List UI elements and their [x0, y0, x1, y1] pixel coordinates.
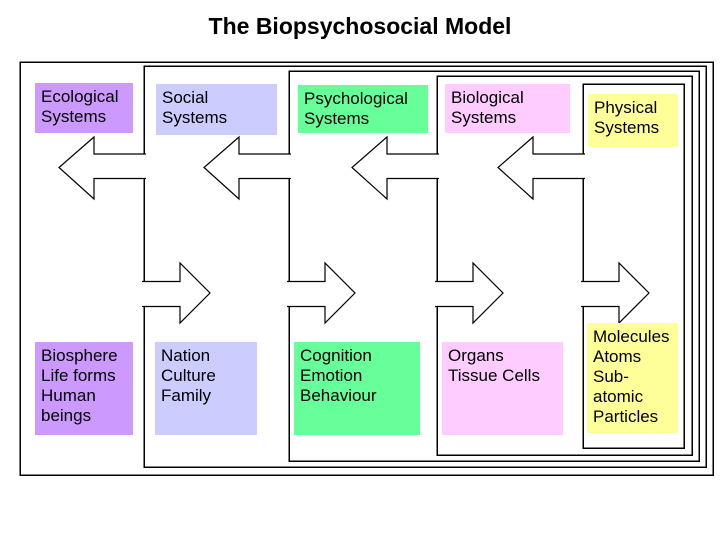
- page-title: The Biopsychosocial Model: [208, 13, 512, 39]
- arrow-left-physical-to-biological-icon: [497, 135, 585, 201]
- arrow-right-social-to-psychological-icon: [287, 261, 356, 325]
- system-components-psychological: Cognition Emotion Behaviour: [294, 342, 420, 435]
- system-components-ecological: Biosphere Life forms Human beings: [35, 342, 133, 435]
- boundary-social-systems: [143, 65, 707, 468]
- arrow-right-psychological-to-biological-icon: [435, 261, 504, 325]
- arrow-right-biological-to-physical-icon: [581, 261, 650, 325]
- system-components-social: Nation Culture Family: [155, 342, 257, 435]
- arrow-right-ecological-to-social-icon: [142, 261, 211, 325]
- system-label-biological: Biological Systems: [445, 84, 570, 133]
- boundary-biological-systems: [436, 75, 693, 456]
- system-label-ecological: Ecological Systems: [35, 83, 133, 133]
- system-label-social: Social Systems: [156, 84, 277, 135]
- boundary-physical-systems: [582, 83, 685, 449]
- system-label-physical: Physical Systems: [588, 94, 678, 147]
- arrow-left-social-to-ecological-icon: [58, 135, 146, 201]
- system-label-psychological: Psychological Systems: [298, 85, 428, 133]
- system-components-biological: Organs Tissue Cells: [442, 342, 563, 435]
- boundary-psychological-systems: [288, 70, 700, 462]
- boundary-ecological-systems: [19, 61, 714, 476]
- system-components-physical: Molecules Atoms Sub- atomic Particles: [587, 323, 678, 433]
- arrow-left-biological-to-psychological-icon: [351, 135, 439, 201]
- arrow-left-psychological-to-social-icon: [203, 135, 291, 201]
